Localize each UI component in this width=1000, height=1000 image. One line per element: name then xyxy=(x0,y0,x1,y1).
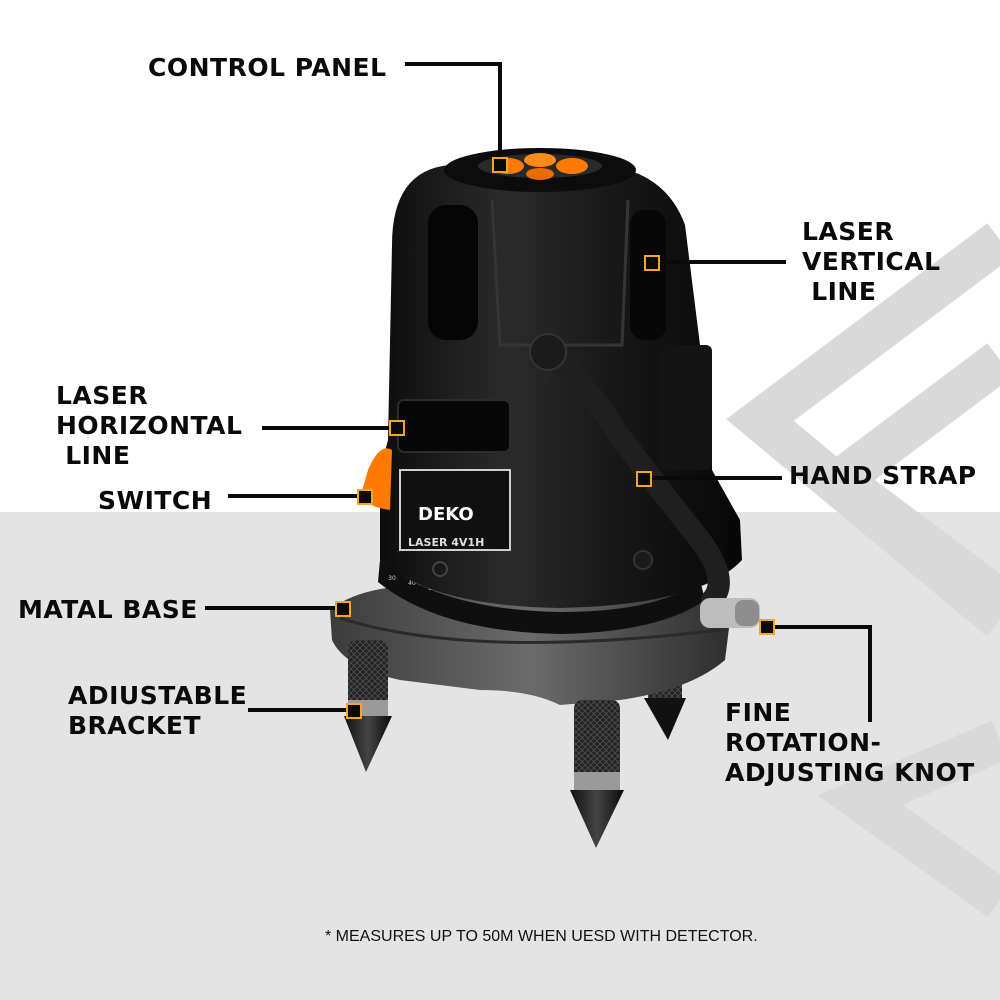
marker-hand-strap xyxy=(636,471,652,487)
background-chevrons xyxy=(726,223,1000,918)
base-ridge xyxy=(339,616,721,644)
label-control-panel: CONTROL PANEL xyxy=(148,53,387,82)
marker-laser-horizontal xyxy=(389,420,405,436)
marker-metal-base xyxy=(335,601,351,617)
label-laser-horizontal-line: LASER HORIZONTAL LINE xyxy=(56,381,243,470)
callout-markers xyxy=(335,157,775,719)
footnote: * MEASURES UP TO 50M WHEN UESD WITH DETE… xyxy=(325,928,758,945)
label-plate: DEKO LASER 4V1H xyxy=(399,469,511,551)
front-center-leg xyxy=(570,700,624,848)
scale-numeral: 40 xyxy=(408,580,416,587)
marker-adjustable-bracket xyxy=(346,703,362,719)
marker-control-panel xyxy=(492,157,508,173)
label-metal-base: MATAL BASE xyxy=(18,595,198,624)
fine-rotation-knob xyxy=(700,598,760,628)
side-block xyxy=(660,345,712,470)
marker-laser-vertical xyxy=(644,255,660,271)
label-adjustable-bracket: ADIUSTABLE BRACKET xyxy=(68,681,248,740)
marker-switch xyxy=(357,489,373,505)
label-laser-vertical-line: LASER VERTICAL LINE xyxy=(802,217,941,306)
rotation-ring xyxy=(378,560,705,634)
vertical-window-right xyxy=(630,210,666,340)
strap-anchor-bottom xyxy=(633,550,653,570)
model-text: LASER 4V1H xyxy=(408,536,484,549)
control-panel xyxy=(478,153,602,180)
label-switch: SWITCH xyxy=(98,486,213,515)
leader-control-panel xyxy=(405,62,502,164)
orange-button xyxy=(556,158,588,174)
scale-numeral: 30 xyxy=(388,575,396,582)
strap-anchor xyxy=(529,333,567,371)
brand-logo-text: DEKO xyxy=(418,504,474,525)
callout-leaders xyxy=(205,62,872,722)
screw xyxy=(432,561,448,577)
orange-button xyxy=(526,168,554,180)
vertical-window-left xyxy=(428,205,478,340)
orange-button xyxy=(524,153,556,167)
label-hand-strap: HAND STRAP xyxy=(789,461,977,490)
marker-fine-rotation xyxy=(759,619,775,635)
leader-fine-rotation xyxy=(766,625,872,722)
label-fine-rotation-knob: FINE ROTATION- ADJUSTING KNOT xyxy=(725,698,975,787)
horizontal-window xyxy=(397,399,511,453)
